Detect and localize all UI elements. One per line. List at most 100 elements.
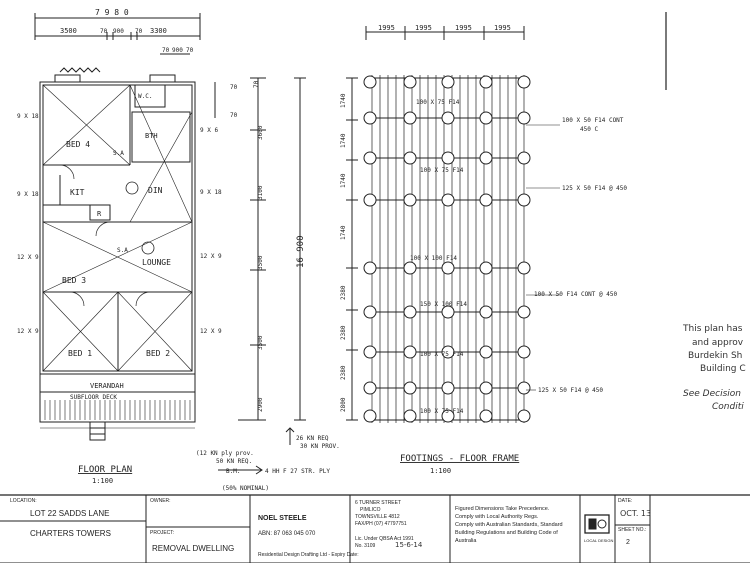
beam-label-3: 100 X 50 F14 CONT @ 450 <box>534 291 617 298</box>
room-r: R <box>97 210 102 218</box>
vdim-3500b: 3500 <box>257 335 264 350</box>
vdim-3600: 3600 <box>257 125 264 140</box>
tb-note-2: Comply with Local Authority Regs. <box>455 514 539 520</box>
room-kit: KIT <box>70 188 85 197</box>
tb-location-label: LOCATION: <box>10 498 37 504</box>
tb-date: OCT. 13 <box>620 509 651 518</box>
bracing-note-2: 50 KN REQ. <box>216 458 252 465</box>
bracing-note-bm: B.M. <box>226 468 240 475</box>
verandah-sub-label: SUBFLOOR DECK <box>70 394 117 401</box>
tb-project-label: PROJECT: <box>150 530 174 536</box>
sub-dim-900: 900 <box>172 47 183 54</box>
ff-top-dim-4: 1995 <box>494 24 511 32</box>
ff-top-dim-2: 1995 <box>415 24 432 32</box>
tb-date-label: DATE: <box>618 498 632 504</box>
tb-project: REMOVAL DWELLING <box>152 544 234 553</box>
ff-top-dim-3: 1995 <box>455 24 472 32</box>
vdim-3100: 3100 <box>257 185 264 200</box>
vdim-2900: 2900 <box>257 397 264 412</box>
joist-label-2: 100 X 75 F14 <box>420 167 464 174</box>
tb-certifier: Residential Design Drafting Ltd - Expiry… <box>258 552 359 558</box>
tb-designer: NOEL STEELE <box>258 515 307 522</box>
tb-sheet-label: SHEET NO.: <box>618 527 646 533</box>
room-bed3: BED 3 <box>62 276 86 285</box>
tb-sheet: 2 <box>626 539 630 546</box>
footings-scale: 1:100 <box>430 467 451 475</box>
sa-label-1: S.A <box>113 150 124 157</box>
joist-label-6: 100 X 75 F14 <box>420 408 464 415</box>
dim-3300: 3300 <box>150 27 167 35</box>
tb-abn: ABN: 87 063 045 070 <box>258 531 316 537</box>
room-bed4: BED 4 <box>66 140 90 149</box>
tb-logo-text: LOCAL DESIGN <box>584 538 614 543</box>
bracing-note-1: (12 KN ply prov. <box>196 450 254 457</box>
sub-dim-70a: 70 <box>162 47 170 54</box>
tb-address-1: 6 TURNER STREET <box>355 500 401 506</box>
tb-licence-2: No. 3109 <box>355 543 376 549</box>
stamp-line-1: This plan has <box>682 324 743 334</box>
room-bth: BTH <box>145 132 158 140</box>
right-dim-70a: 70 <box>230 84 238 91</box>
room-bed1: BED 1 <box>68 349 92 358</box>
ff-left-dim-5: 2380 <box>340 285 347 300</box>
tb-owner-label: OWNER: <box>150 498 171 504</box>
stamp-line-4: Building C <box>700 364 746 374</box>
ff-left-dim-6: 2380 <box>340 325 347 340</box>
floor-plan-title: FLOOR PLAN <box>78 465 132 475</box>
dim-3500: 3500 <box>60 27 77 35</box>
overall-depth-dim: 16 900 <box>296 235 306 268</box>
tb-address-4: FAX/PH (07) 47797751 <box>355 521 407 527</box>
floor-frame-grid <box>346 26 560 423</box>
beam-label-1b: 450 C <box>580 126 598 133</box>
room-wc: W.C. <box>138 93 152 100</box>
floor-plan <box>34 13 216 441</box>
tb-licence-1: Lic. Under QBSA Act 1991 <box>355 536 414 542</box>
joist-label-1: 100 X 75 F14 <box>416 99 460 106</box>
footings-title: FOOTINGS - FLOOR FRAME <box>400 454 519 464</box>
right-dim-70b: 70 <box>230 112 238 119</box>
side-label-r1: 9 X 6 <box>200 127 218 134</box>
ff-left-dim-2: 1740 <box>340 133 347 148</box>
vdim-3500a: 3500 <box>257 255 264 270</box>
stamp-line-2: and approv <box>692 338 744 348</box>
verandah-label: VERANDAH <box>90 382 124 390</box>
tb-note-5: Australia <box>455 538 477 544</box>
room-lounge: LOUNGE <box>142 258 171 267</box>
tb-address-2: PIMLICO <box>360 507 381 513</box>
floor-plan-scale: 1:100 <box>92 477 113 485</box>
side-label-r2: 9 X 18 <box>200 189 222 196</box>
overall-width-dim: 7 9 8 0 <box>95 8 129 17</box>
vertical-dimension-strip <box>218 77 306 475</box>
ff-top-dim-1: 1995 <box>378 24 395 32</box>
beam-label-4: 125 X 50 F14 @ 450 <box>538 387 603 394</box>
tb-note-3: Comply with Australian Standards, Standa… <box>455 522 563 528</box>
ff-left-dim-1: 1740 <box>340 93 347 108</box>
side-label-l4: 12 X 9 <box>17 328 39 335</box>
dim-70b: 70 <box>135 28 143 35</box>
side-label-r4: 12 X 9 <box>200 328 222 335</box>
bracing-ply-note: 4 HH F 27 STR. PLY <box>265 468 330 475</box>
joist-label-3: 100 X 100 F14 <box>410 255 457 262</box>
beam-label-2: 125 X 50 F14 @ 450 <box>562 185 627 192</box>
tb-note-4: Building Regulations and Building Code o… <box>455 530 558 536</box>
room-din: DIN <box>148 186 163 195</box>
ff-left-dim-4: 1740 <box>340 225 347 240</box>
vdim-70-1: 70 <box>253 80 260 88</box>
ff-left-dim-7: 2380 <box>340 365 347 380</box>
side-label-l1: 9 X 18 <box>17 113 39 120</box>
bracing-req-1: 26 KN REQ <box>296 435 329 442</box>
tb-location-2: CHARTERS TOWERS <box>30 529 111 538</box>
tb-location-1: LOT 22 SADDS LANE <box>30 509 109 518</box>
stamp-line-6: Conditi <box>712 402 744 412</box>
tb-note-1: Figured Dimensions Take Precedence. <box>455 506 550 512</box>
dim-70a: 70 <box>100 28 108 35</box>
stamp-line-5: See Decision <box>683 389 741 399</box>
joist-label-5: 100 X 75 F14 <box>420 351 464 358</box>
tb-licence-date: 15-6-14 <box>395 541 423 549</box>
room-bed2: BED 2 <box>146 349 170 358</box>
bracing-nominal-note: (50% NOMINAL) <box>222 485 269 492</box>
title-block-frame <box>0 494 750 563</box>
side-label-r3: 12 X 9 <box>200 253 222 260</box>
sa-label-2: S.A <box>117 247 128 254</box>
